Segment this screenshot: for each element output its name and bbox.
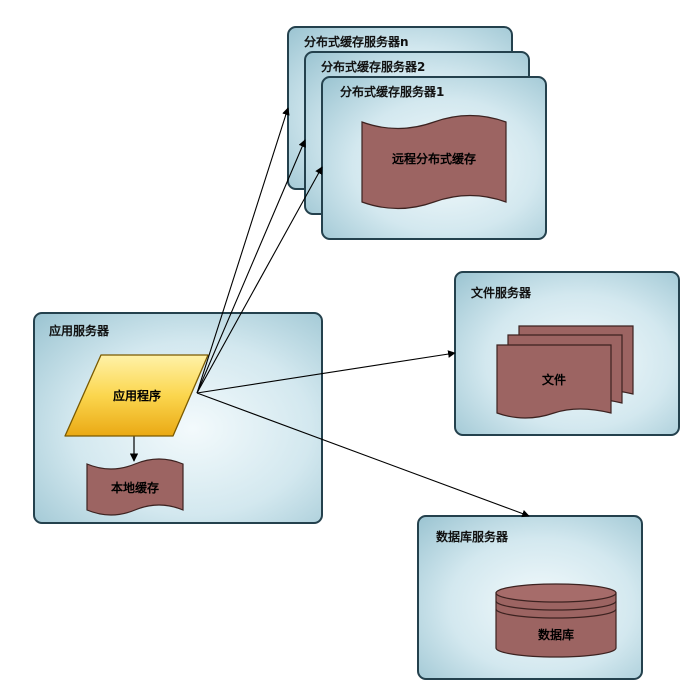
file-document-stack: 文件 bbox=[496, 325, 634, 419]
arrow-to-cache-server-n bbox=[196, 107, 290, 394]
remote-distributed-cache-label: 远程分布式缓存 bbox=[392, 151, 476, 166]
app-server-title: 应用服务器 bbox=[49, 323, 110, 338]
arrow-to-cache-server-2 bbox=[196, 139, 306, 394]
local-cache-document: 本地缓存 bbox=[86, 458, 184, 516]
file-server-title: 文件服务器 bbox=[471, 285, 532, 300]
cache-server-1-title: 分布式缓存服务器1 bbox=[340, 84, 444, 99]
arrow-to-file-server bbox=[196, 350, 456, 394]
database-server: 数据库服务器 数据库 bbox=[417, 515, 643, 680]
app-server: 应用服务器 应用程序 本地缓存 bbox=[33, 312, 323, 524]
application-program-shape: 应用程序 bbox=[64, 354, 209, 437]
application-program-label: 应用程序 bbox=[113, 388, 161, 403]
arrow-to-cache-server-1 bbox=[196, 166, 323, 394]
cache-server-1: 分布式缓存服务器1 远程分布式缓存 bbox=[321, 76, 547, 240]
database-server-title: 数据库服务器 bbox=[436, 529, 509, 544]
file-server: 文件服务器 文件 bbox=[454, 271, 680, 436]
local-cache-label: 本地缓存 bbox=[111, 480, 159, 495]
connection-arrows bbox=[196, 107, 530, 518]
database-label: 数据库 bbox=[538, 627, 574, 642]
database-cylinder-icon: 数据库 bbox=[495, 583, 617, 658]
cache-server-2-title: 分布式缓存服务器2 bbox=[321, 59, 425, 74]
cache-server-n-title: 分布式缓存服务器n bbox=[304, 34, 409, 49]
remote-distributed-cache-document: 远程分布式缓存 bbox=[361, 114, 507, 210]
file-label: 文件 bbox=[542, 372, 566, 387]
arrow-to-database-server bbox=[196, 392, 530, 518]
